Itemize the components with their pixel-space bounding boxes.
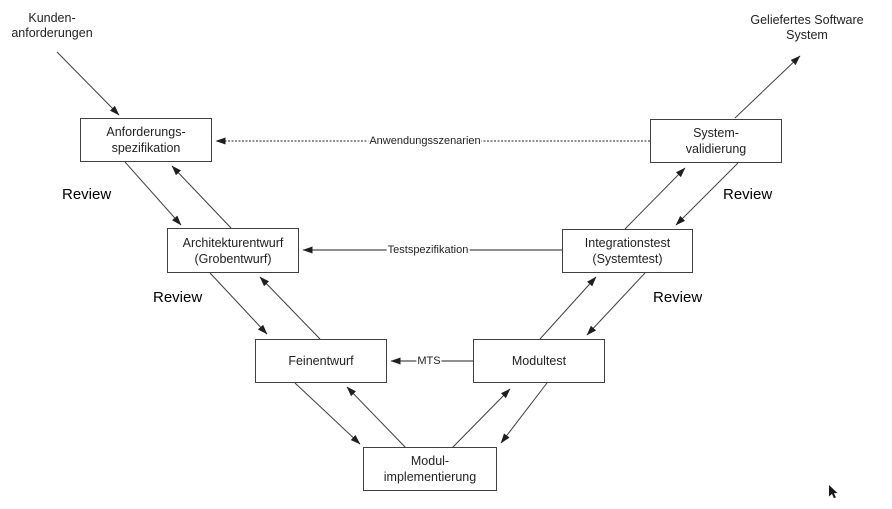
box-anforderungsspezifikation-line1: Anforderungs-: [106, 125, 186, 139]
box-anforderungsspezifikation: Anforderungs- spezifikation: [80, 118, 212, 162]
box-architekturentwurf-line1: Architekturentwurf: [182, 235, 284, 250]
box-integrationstest: Integrationstest (Systemtest): [562, 229, 693, 273]
box-feinentwurf-line1: Feinentwurf: [288, 354, 354, 368]
arrow-review-integrationstest-to-modultest: [586, 272, 646, 336]
label-review-left-top: Review: [62, 186, 112, 203]
box-architekturentwurf-line2: (Grobentwurf): [194, 251, 272, 266]
arrow-anforderungsspezifikation-to-architekturentwurf: [124, 161, 182, 226]
box-integrationstest-line1: Integrationstest: [584, 236, 671, 250]
arrow-architekturentwurf-to-feinentwurf: [209, 272, 268, 335]
label-geliefertes-line2: System: [786, 28, 828, 42]
box-systemvalidierung-line2: validierung: [685, 142, 747, 156]
label-mts: MTS: [416, 355, 442, 367]
mouse-cursor-icon: [829, 485, 838, 499]
arrow-modulimplementierung-to-modultest: [451, 388, 511, 449]
label-anwendungsszenarien: Anwendungsszenarien: [368, 135, 482, 147]
label-testspezifikation: Testspezifikation: [386, 244, 470, 256]
arrow-feinentwurf-to-modulimplementierung: [294, 382, 361, 445]
arrow-kundenanforderungen-to-anforderungsspezifikation: [56, 51, 120, 116]
arrow-review-architekturentwurf-to-anforderungsspezifikation: [171, 165, 232, 229]
label-geliefertes-software-system: Geliefertes Software System: [744, 13, 870, 43]
box-systemvalidierung: System- validierung: [650, 119, 782, 163]
label-kundenanforderungen-line1: Kunden-: [28, 11, 76, 25]
label-review-left-mid: Review: [153, 289, 203, 306]
box-modultest: Modultest: [473, 339, 605, 383]
box-feinentwurf: Feinentwurf: [255, 339, 387, 383]
arrow-systemvalidierung-to-geliefertes-system: [734, 55, 801, 119]
box-modulimplementierung-line1: Modul-: [410, 454, 450, 468]
label-review-right-top: Review: [723, 186, 773, 203]
arrow-modultest-to-integrationstest: [539, 276, 597, 340]
box-integrationstest-line2: (Systemtest): [592, 252, 663, 266]
arrow-review-feinentwurf-to-architekturentwurf: [259, 276, 321, 340]
box-modultest-line1: Modultest: [511, 354, 567, 368]
box-anforderungsspezifikation-line2: spezifikation: [111, 141, 181, 155]
box-modulimplementierung: Modul- implementierung: [363, 447, 497, 491]
label-review-right-mid: Review: [653, 289, 703, 306]
label-kundenanforderungen-line2: anforderungen: [11, 26, 93, 40]
arrow-modultest-to-modulimplementierung: [500, 382, 548, 444]
label-geliefertes-line1: Geliefertes Software: [750, 13, 864, 27]
label-kundenanforderungen: Kunden- anforderungen: [1, 11, 103, 41]
arrow-integrationstest-to-systemvalidierung: [624, 167, 686, 230]
box-architekturentwurf: Architekturentwurf (Grobentwurf): [167, 228, 299, 273]
arrow-review-modulimplementierung-to-feinentwurf: [346, 386, 407, 449]
box-modulimplementierung-line2: implementierung: [383, 470, 477, 484]
arrow-review-systemvalidierung-to-integrationstest: [675, 162, 739, 226]
box-systemvalidierung-line1: System-: [693, 126, 739, 140]
